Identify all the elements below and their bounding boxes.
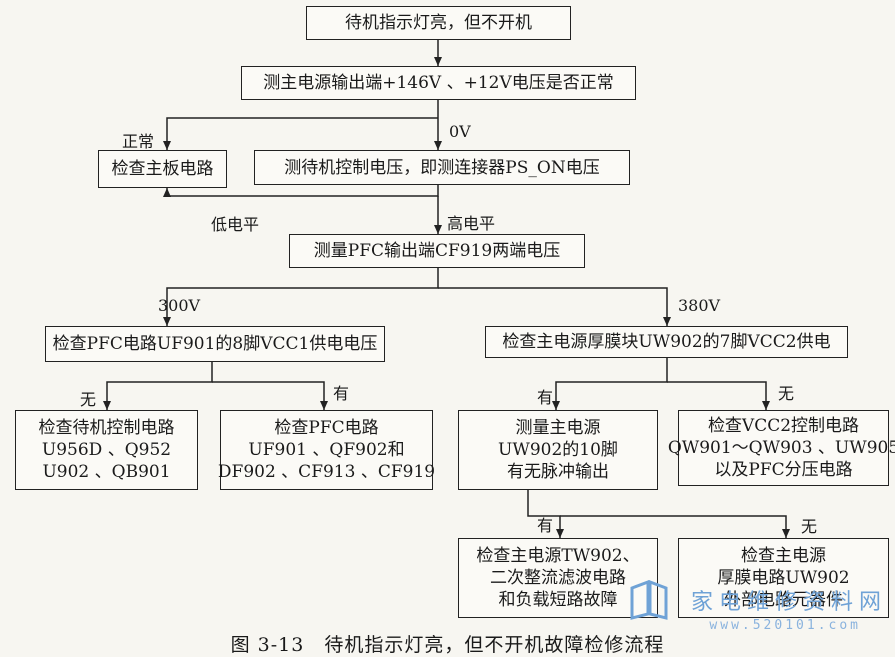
arrow-pfc-to-vcc1 <box>163 268 439 326</box>
node-check-tw902: 检查主电源TW902、 二次整流滤波电路 和负载短路故障 <box>458 538 658 618</box>
node-measure-standby-control: 测待机控制电压，即测连接器PS_ON电压 <box>254 150 630 185</box>
node-measure-output: 测主电源输出端+146V 、+12V电压是否正常 <box>241 66 636 100</box>
node-check-pfc-circuit: 检查PFC电路 UF901 、QF902和 DF902 、CF913 、CF91… <box>218 410 435 490</box>
figure-caption: 图 3-13 待机指示灯亮，但不开机故障检修流程 <box>230 634 665 656</box>
arrow-pin10-to-tw902 <box>527 490 564 538</box>
arrow-vcc1-to-standbyctrl <box>103 362 213 410</box>
edge-label-have-bottom: 有 <box>537 516 554 535</box>
edge-label-have-left: 有 <box>333 384 350 403</box>
arrow-output-to-mainboard <box>163 117 438 150</box>
edge-label-380v: 380V <box>678 296 721 315</box>
node-check-pfc-vcc1: 检查PFC电路UF901的8脚VCC1供电电压 <box>45 326 385 362</box>
edge-label-none-left: 无 <box>80 390 97 409</box>
node-check-uw902-external: 检查主电源 厚膜电路UW902 外部电路元器件 <box>678 538 889 618</box>
watermark-brand: 家电维修资料网 <box>690 590 887 615</box>
arrow-pfc-to-vcc2 <box>438 287 671 326</box>
node-check-standby-control-circuit: 检查待机控制电路 U956D 、Q952 U902 、QB901 <box>15 410 198 490</box>
edge-label-high-level: 高电平 <box>447 214 496 233</box>
edge-label-none-right: 无 <box>778 384 795 403</box>
node-start: 待机指示灯亮，但不开机 <box>306 6 571 40</box>
arrow-low-to-mainboard <box>163 185 439 197</box>
node-check-vcc2-control: 检查VCC2控制电路 QW901～QW903 、UW905 以及PFC分压电路 <box>668 410 895 486</box>
edge-label-have-right: 有 <box>537 388 554 407</box>
edge-label-none-bottom: 无 <box>801 517 818 536</box>
arrow-vcc1-to-pfccircuit <box>212 381 328 410</box>
node-check-uw902-vcc2: 检查主电源厚膜块UW902的7脚VCC2供电 <box>485 326 848 358</box>
edge-label-low-level: 低电平 <box>211 215 260 234</box>
watermark-logo-icon <box>630 580 668 620</box>
node-measure-pfc: 测量PFC输出端CF919两端电压 <box>289 234 585 268</box>
edge-label-300v: 300V <box>158 296 201 315</box>
arrow-vcc2-to-pin10 <box>552 358 668 410</box>
node-check-main-board: 检查主板电路 <box>98 150 227 188</box>
edge-label-0v: 0V <box>449 122 471 141</box>
arrow-vcc2-to-vcc2ctrl <box>667 381 770 410</box>
node-measure-uw902-pin10: 测量主电源 UW902的10脚 有无脉冲输出 <box>458 410 658 490</box>
edge-label-normal: 正常 <box>122 132 155 151</box>
watermark-url: www.520101.com <box>709 618 861 633</box>
arrow-pin10-to-external <box>560 515 790 538</box>
